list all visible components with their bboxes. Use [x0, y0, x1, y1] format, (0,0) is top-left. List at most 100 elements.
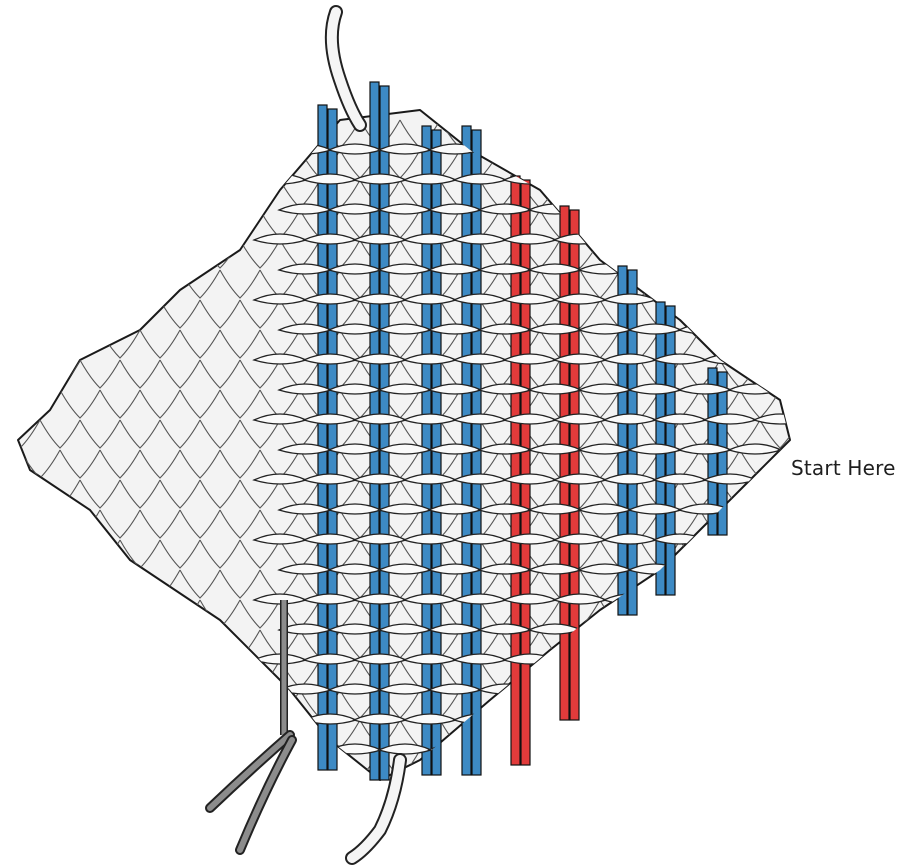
- knit-stitch: [579, 629, 621, 659]
- stitch-loop: [627, 143, 683, 155]
- stitch-loop: [752, 173, 790, 185]
- fabric-body: [17, 109, 791, 781]
- knit-stitch: [99, 629, 141, 659]
- rod-strand: [617, 265, 628, 616]
- knit-stitch: [239, 419, 281, 449]
- knit-stitch: [699, 269, 741, 299]
- knit-stitch: [219, 269, 261, 299]
- stitch-loop: [727, 743, 783, 755]
- knit-stitch: [699, 209, 741, 239]
- knit-stitch: [139, 749, 181, 779]
- knit-stitch: [699, 749, 741, 779]
- knit-stitch: [779, 209, 790, 239]
- knit-stitch: [119, 779, 161, 780]
- knit-stitch: [559, 779, 601, 780]
- knit-stitch: [659, 629, 701, 659]
- knit-stitch: [18, 299, 41, 329]
- knit-stitch: [159, 659, 201, 689]
- knit-stitch: [679, 239, 721, 269]
- knit-stitch: [739, 749, 781, 779]
- knit-stitch: [439, 779, 481, 780]
- knit-stitch: [719, 719, 761, 749]
- knit-stitch: [739, 629, 781, 659]
- stitch-loop: [602, 713, 658, 725]
- knit-stitch: [139, 629, 181, 659]
- knit-stitch: [619, 149, 661, 179]
- stitch-loop: [752, 653, 790, 665]
- knit-stitch: [159, 239, 201, 269]
- knit-stitch: [599, 659, 641, 689]
- stitch-loop: [652, 713, 708, 725]
- knit-stitch: [179, 749, 221, 779]
- knit-stitch: [39, 779, 81, 780]
- stitch-loop: [702, 593, 758, 605]
- knit-stitch: [179, 629, 221, 659]
- stitch-loop: [627, 743, 683, 755]
- knit-stitch: [99, 569, 141, 599]
- knit-stitch: [399, 779, 441, 780]
- knit-stitch: [59, 209, 101, 239]
- knit-stitch: [219, 149, 261, 179]
- knit-stitch: [39, 599, 81, 629]
- knit-stitch: [779, 149, 790, 179]
- stitch-loop: [727, 623, 783, 635]
- knit-stitch: [99, 269, 141, 299]
- knit-stitch: [79, 179, 121, 209]
- knit-stitch: [39, 239, 81, 269]
- stitch-loop: [777, 323, 790, 335]
- knit-stitch: [739, 269, 781, 299]
- knit-stitch: [679, 779, 721, 780]
- knit-stitch: [739, 209, 781, 239]
- knit-stitch: [79, 719, 121, 749]
- knit-stitch: [779, 749, 790, 779]
- knit-stitch: [659, 209, 701, 239]
- knit-stitch: [119, 419, 161, 449]
- knit-stitch: [39, 419, 81, 449]
- knit-stitch: [119, 599, 161, 629]
- knit-stitch: [59, 149, 101, 179]
- knit-stitch: [779, 269, 790, 299]
- stitch-loop: [752, 533, 790, 545]
- stitch-loop: [627, 683, 683, 695]
- knit-stitch: [219, 389, 261, 419]
- knit-stitch: [139, 329, 181, 359]
- knit-stitch: [239, 539, 281, 569]
- knit-stitch: [139, 269, 181, 299]
- knit-stitch: [159, 719, 201, 749]
- knit-stitch: [699, 149, 741, 179]
- stitch-loop: [752, 593, 790, 605]
- knit-stitch: [319, 779, 361, 780]
- knit-stitch: [79, 599, 121, 629]
- knit-stitch: [699, 569, 741, 599]
- stitch-loop: [727, 503, 783, 515]
- stitch-loop: [527, 143, 583, 155]
- knit-stitch: [779, 569, 790, 599]
- knit-stitch: [739, 509, 781, 539]
- knit-stitch: [599, 179, 641, 209]
- knit-stitch: [639, 779, 681, 780]
- knit-stitch: [119, 659, 161, 689]
- knit-stitch: [119, 479, 161, 509]
- knit-stitch: [119, 179, 161, 209]
- knit-stitch: [759, 299, 790, 329]
- stitch-loop: [777, 563, 790, 575]
- knit-stitch: [759, 779, 790, 780]
- stitch-loop: [702, 233, 758, 245]
- knit-stitch: [18, 479, 41, 509]
- knit-stitch: [739, 149, 781, 179]
- stitch-loop: [677, 623, 733, 635]
- knit-stitch: [39, 659, 81, 689]
- knit-stitch: [39, 299, 81, 329]
- rod-strand: [327, 108, 338, 771]
- stitch-loop: [577, 143, 633, 155]
- stitch-loop: [777, 263, 790, 275]
- knit-stitch: [199, 119, 241, 149]
- knit-stitch: [139, 389, 181, 419]
- knit-stitch: [59, 749, 101, 779]
- stitch-loop: [702, 713, 758, 725]
- knit-stitch: [179, 149, 221, 179]
- stitch-overlay: [252, 143, 790, 755]
- stitch-loop: [777, 623, 790, 635]
- knit-stitch: [659, 269, 701, 299]
- knit-stitch: [779, 689, 790, 719]
